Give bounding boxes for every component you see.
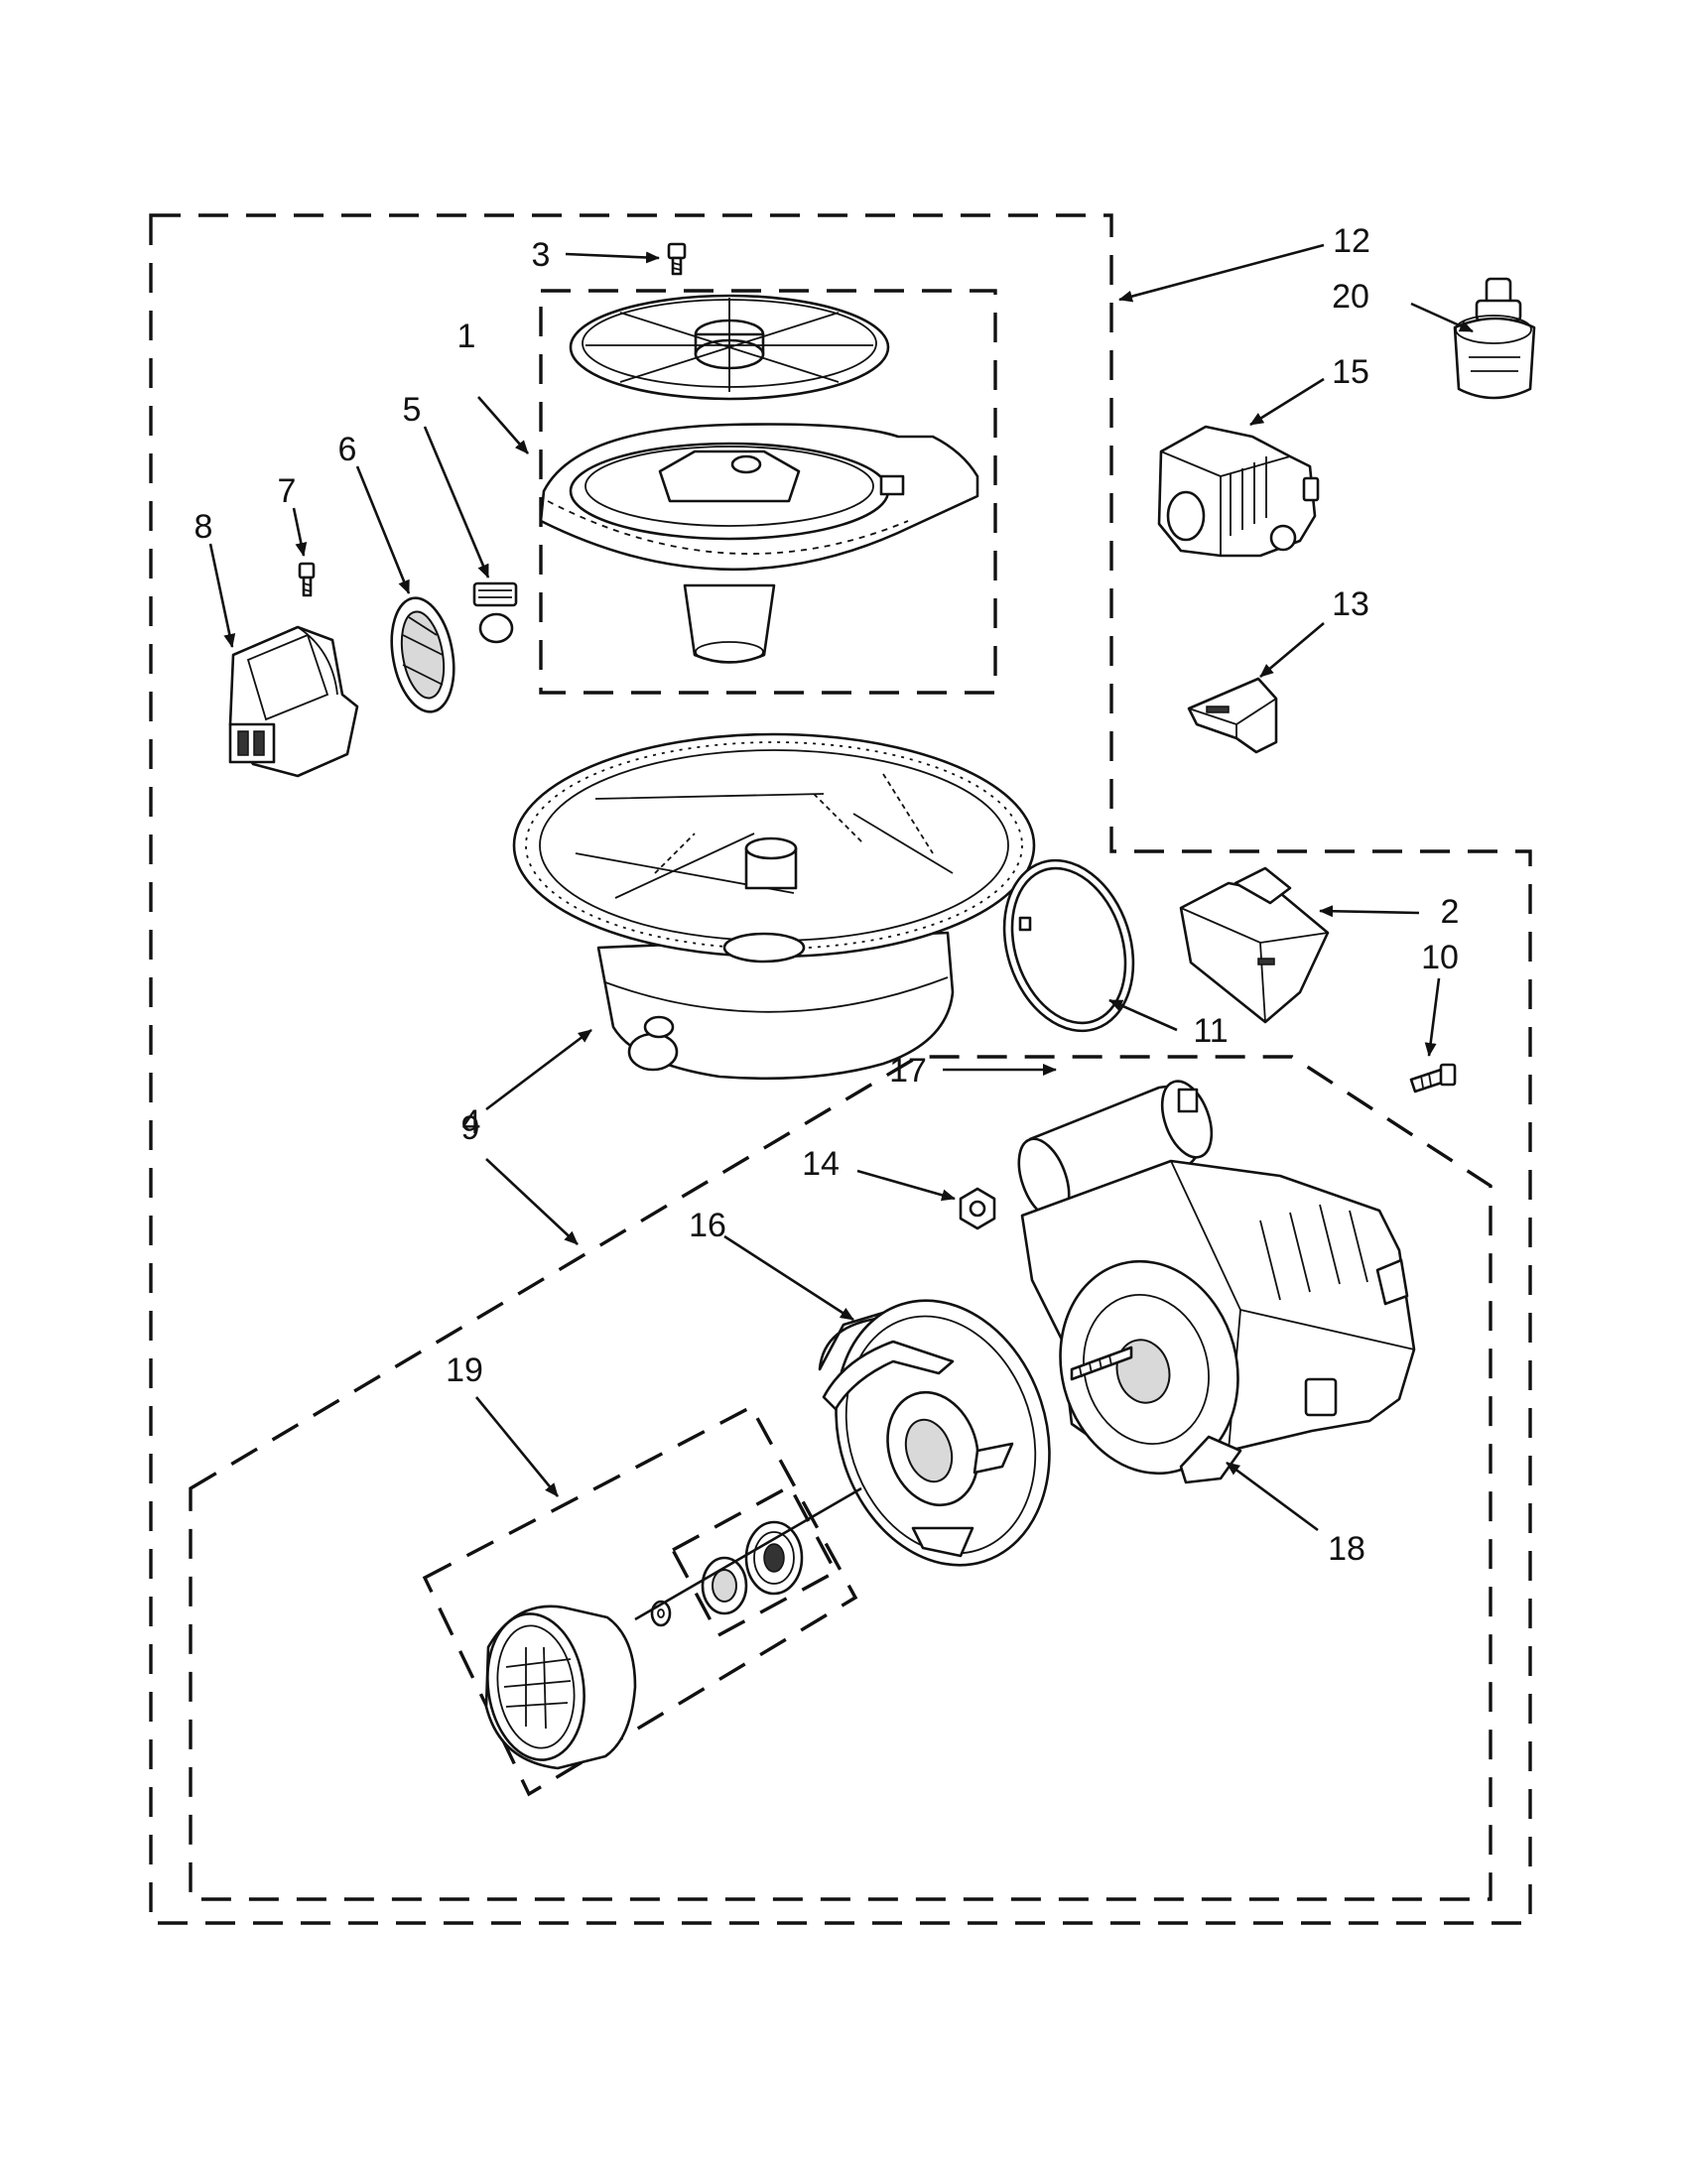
callout-5: 5 [403, 391, 422, 429]
callout-15: 15 [1332, 353, 1369, 391]
leader-lines [208, 243, 1474, 1532]
leader-14 [856, 1169, 956, 1202]
part-19-impeller [484, 1605, 637, 1770]
callout-16: 16 [689, 1207, 726, 1244]
part-4-sump [512, 732, 1036, 1081]
part-8-diverter-motor [228, 625, 359, 778]
impeller-group-boundary [422, 1404, 858, 1797]
callout-4: 4 [462, 1103, 481, 1141]
callout-2: 2 [1441, 893, 1460, 931]
leader-1 [477, 396, 529, 454]
leader-2 [1319, 905, 1420, 918]
seal-group-boundary [670, 1483, 839, 1638]
leader-8 [208, 543, 236, 648]
leader-3 [565, 251, 660, 264]
part-10-screw [1409, 1063, 1457, 1093]
part-3-screw [667, 242, 687, 276]
leader-10 [1424, 977, 1441, 1057]
part-13-clip [1187, 677, 1278, 754]
leader-6 [355, 465, 411, 594]
callout-9: 9 [461, 1109, 480, 1147]
part-19-seal-bearing [744, 1520, 804, 1596]
leader-7 [292, 507, 308, 557]
leader-16 [723, 1234, 854, 1322]
part-15-pump [1157, 425, 1320, 558]
part-5-latch [472, 581, 518, 644]
callout-12: 12 [1333, 222, 1370, 260]
leader-4 [485, 1028, 592, 1111]
callout-10: 10 [1421, 939, 1459, 976]
callout-17: 17 [889, 1052, 927, 1090]
leader-20 [1410, 302, 1474, 333]
callout-20: 20 [1332, 278, 1369, 316]
leader-13 [1259, 622, 1325, 678]
part-16-pump-housing [818, 1299, 1051, 1567]
callout-3: 3 [532, 236, 551, 274]
callout-7: 7 [278, 472, 297, 510]
callout-labels: 1 2 3 4 5 6 7 8 9 10 11 12 13 14 15 16 1… [195, 222, 1460, 1568]
part-14-nut [959, 1187, 996, 1230]
leader-5 [423, 426, 490, 578]
part-top-filter-plate [569, 294, 890, 401]
callout-18: 18 [1328, 1530, 1365, 1568]
callout-8: 8 [195, 508, 213, 546]
part-7-screw [298, 562, 316, 597]
part-19-seal-ring [701, 1556, 748, 1615]
leader-12 [1118, 243, 1325, 303]
leader-9 [485, 1158, 579, 1245]
inner-motor-boundary [189, 1055, 1492, 1901]
leader-15 [1249, 377, 1325, 427]
part-17-capacitor [1017, 1080, 1214, 1220]
leader-18 [1226, 1461, 1319, 1532]
callout-13: 13 [1332, 585, 1369, 623]
part-1-filter-assembly [539, 423, 979, 664]
outer-assembly-boundary [149, 213, 1532, 1925]
part-18-motor [1020, 1159, 1416, 1484]
callout-14: 14 [802, 1145, 840, 1183]
part-11-seal-ring [1002, 858, 1135, 1033]
part-6-diverter-disk [390, 596, 455, 713]
callout-19: 19 [446, 1351, 483, 1389]
callout-11: 11 [1193, 1012, 1228, 1050]
leader-11 [1108, 998, 1178, 1032]
part-2-bracket [1179, 866, 1330, 1024]
leader-19 [474, 1396, 560, 1497]
callout-1: 1 [457, 318, 476, 355]
part-20-sensor [1453, 277, 1536, 400]
assembly-axis-line [634, 1486, 862, 1621]
callout-6: 6 [338, 431, 357, 468]
